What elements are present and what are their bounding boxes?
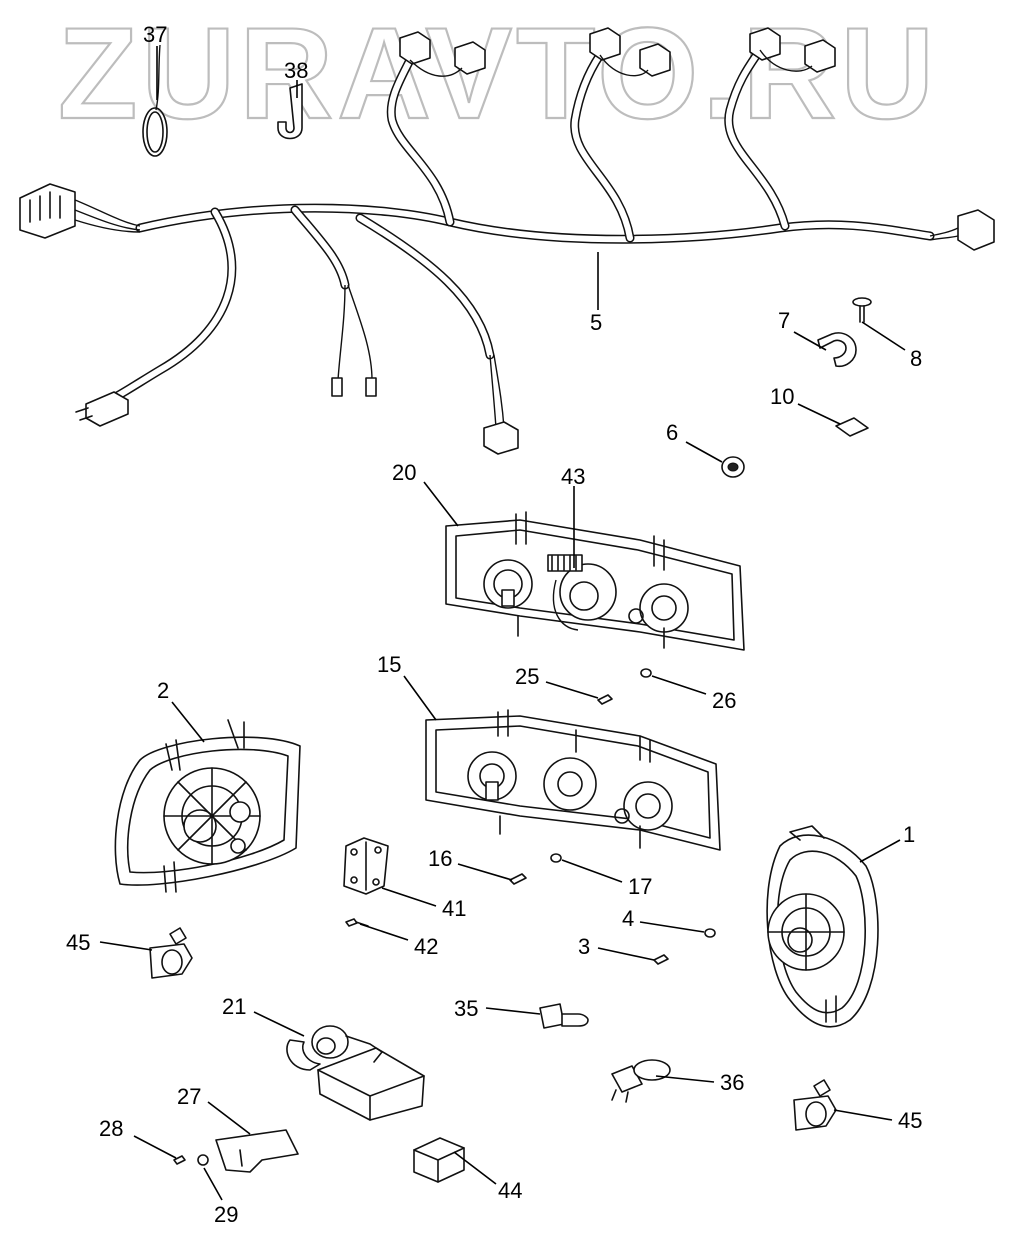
screw-16 <box>509 873 527 885</box>
wire-clip <box>277 83 303 140</box>
callout-8: 8 <box>910 346 922 371</box>
control-module <box>286 1025 425 1121</box>
grommet <box>721 456 745 478</box>
callout-20: 20 <box>392 460 416 485</box>
callout-29: 29 <box>214 1202 238 1227</box>
mounting-bracket <box>215 1129 299 1173</box>
washer-17 <box>550 853 562 863</box>
callout-28: 28 <box>99 1116 123 1141</box>
callout-42: 42 <box>414 934 438 959</box>
callout-2: 2 <box>157 678 169 703</box>
wiring-harness <box>19 27 995 455</box>
bulb-holder-right <box>793 1079 837 1131</box>
callout-5: 5 <box>590 310 602 335</box>
callout-36: 36 <box>720 1070 744 1095</box>
screw-28 <box>173 1155 186 1165</box>
callout-3: 3 <box>578 934 590 959</box>
callout-43: 43 <box>561 464 585 489</box>
callout-1: 1 <box>903 822 915 847</box>
callout-7: 7 <box>778 308 790 333</box>
callout-45-right: 45 <box>898 1108 922 1133</box>
ground-wire-loop <box>142 44 168 157</box>
screw-25 <box>597 694 613 705</box>
callout-41: 41 <box>442 896 466 921</box>
callout-45-left: 45 <box>66 930 90 955</box>
bulb-holder-left <box>149 927 193 979</box>
callout-6: 6 <box>666 420 678 445</box>
callout-15: 15 <box>377 652 401 677</box>
lamp-housing-lower <box>425 709 721 851</box>
headlamp-left <box>114 719 301 893</box>
callout-17: 17 <box>628 874 652 899</box>
callout-38: 38 <box>284 58 308 83</box>
pipe-clamp <box>817 332 857 368</box>
washer-29 <box>197 1154 209 1166</box>
callout-27: 27 <box>177 1084 201 1109</box>
watermark-text: ZURAVTO.RU <box>58 0 938 146</box>
push-rivet <box>852 297 872 323</box>
headlamp-bulb <box>611 1059 671 1103</box>
callout-21: 21 <box>222 994 246 1019</box>
callout-16: 16 <box>428 846 452 871</box>
headlamp-right <box>766 825 879 1028</box>
callout-labels: 37 38 5 7 8 10 6 20 43 25 26 15 2 16 17 … <box>66 22 922 1227</box>
callout-44: 44 <box>498 1178 522 1203</box>
washer-26 <box>640 668 652 678</box>
spring-nut <box>835 417 869 437</box>
callout-26: 26 <box>712 688 736 713</box>
side-bulb <box>539 1003 589 1029</box>
electrical-connector <box>413 1137 465 1183</box>
callout-4: 4 <box>622 906 634 931</box>
callout-35: 35 <box>454 996 478 1021</box>
washer-4 <box>704 928 716 938</box>
bracket-plate <box>343 837 389 895</box>
leader-lines <box>99 46 906 1201</box>
screw-3 <box>653 954 669 965</box>
callout-10: 10 <box>770 384 794 409</box>
callout-25: 25 <box>515 664 539 689</box>
lamp-housing-upper <box>445 511 745 651</box>
callout-37: 37 <box>143 22 167 47</box>
